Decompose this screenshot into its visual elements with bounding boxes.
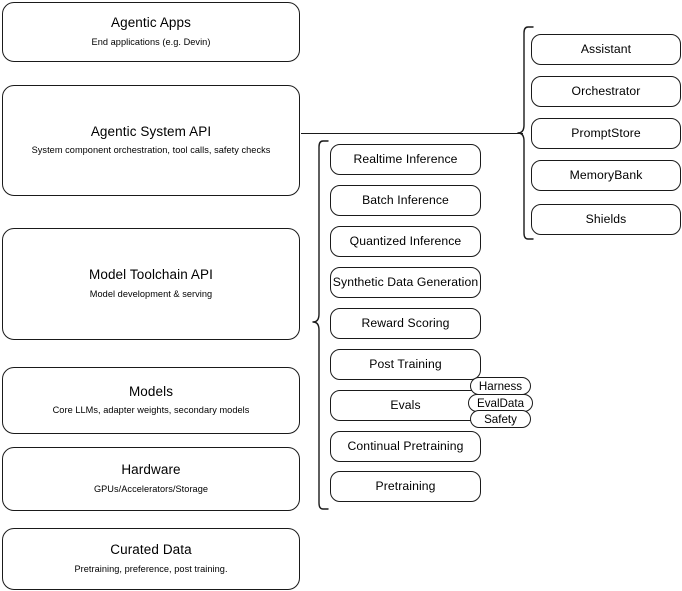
brace-toolchain-capabilities [301, 138, 329, 518]
component-label: Orchestrator [571, 83, 641, 98]
capability-label: Synthetic Data Generation [332, 274, 479, 289]
layer-box-agentic-apps[interactable]: Agentic Apps End applications (e.g. Devi… [2, 2, 300, 62]
layer-title: Models [128, 383, 174, 399]
component-label: Assistant [580, 41, 632, 56]
layer-title: Model Toolchain API [89, 267, 213, 283]
capability-label: Pretraining [375, 478, 436, 493]
layer-box-agentic-system-api[interactable]: Agentic System API System component orch… [2, 85, 300, 196]
capability-label: Post Training [369, 356, 442, 371]
capability-box-batch-inference[interactable]: Batch Inference [330, 185, 481, 216]
component-box-shields[interactable]: Shields [531, 204, 681, 235]
layer-subtitle: GPUs/Accelerators/Storage [93, 483, 209, 494]
layer-title: Agentic System API [90, 123, 212, 139]
capability-box-realtime-inference[interactable]: Realtime Inference [330, 144, 481, 175]
layer-subtitle: Core LLMs, adapter weights, secondary mo… [52, 405, 250, 416]
layer-subtitle: Pretraining, preference, post training. [74, 563, 228, 574]
capability-label: Continual Pretraining [347, 438, 464, 453]
eval-badge-label: Safety [484, 412, 517, 426]
component-label: MemoryBank [569, 167, 643, 182]
layer-subtitle: End applications (e.g. Devin) [91, 36, 211, 47]
eval-badge-label: Harness [478, 379, 523, 393]
eval-badge-harness[interactable]: Harness [470, 377, 531, 395]
layer-title: Agentic Apps [110, 15, 191, 31]
layer-box-curated-data[interactable]: Curated Data Pretraining, preference, po… [2, 528, 300, 590]
capability-box-reward-scoring[interactable]: Reward Scoring [330, 308, 481, 339]
component-box-promptstore[interactable]: PromptStore [531, 118, 681, 149]
capability-label: Quantized Inference [349, 233, 462, 248]
layer-title: Hardware [121, 462, 181, 478]
capability-label: Batch Inference [362, 192, 449, 207]
layer-box-model-toolchain-api[interactable]: Model Toolchain API Model development & … [2, 228, 300, 340]
capability-box-post-training[interactable]: Post Training [330, 349, 481, 380]
brace-system-components [508, 24, 534, 252]
layer-subtitle: Model development & serving [89, 288, 213, 299]
capability-box-continual-pretraining[interactable]: Continual Pretraining [330, 431, 481, 462]
component-box-memorybank[interactable]: MemoryBank [531, 160, 681, 191]
capability-box-quantized-inference[interactable]: Quantized Inference [330, 226, 481, 257]
component-label: Shields [585, 211, 627, 226]
component-box-orchestrator[interactable]: Orchestrator [531, 76, 681, 107]
connector-line-system-api [301, 132, 523, 134]
eval-badge-label: EvalData [476, 396, 525, 410]
capability-label: Reward Scoring [361, 315, 450, 330]
layer-box-models[interactable]: Models Core LLMs, adapter weights, secon… [2, 367, 300, 434]
layer-box-hardware[interactable]: Hardware GPUs/Accelerators/Storage [2, 447, 300, 511]
eval-badge-safety[interactable]: Safety [470, 410, 531, 428]
component-label: PromptStore [571, 125, 641, 140]
capability-label: Realtime Inference [353, 151, 458, 166]
layer-title: Curated Data [110, 542, 192, 558]
capability-box-evals[interactable]: Evals [330, 390, 481, 421]
layer-subtitle: System component orchestration, tool cal… [31, 145, 271, 156]
capability-label: Evals [390, 397, 421, 412]
capability-box-synthetic-data-generation[interactable]: Synthetic Data Generation [330, 267, 481, 298]
component-box-assistant[interactable]: Assistant [531, 34, 681, 65]
capability-box-pretraining[interactable]: Pretraining [330, 471, 481, 502]
